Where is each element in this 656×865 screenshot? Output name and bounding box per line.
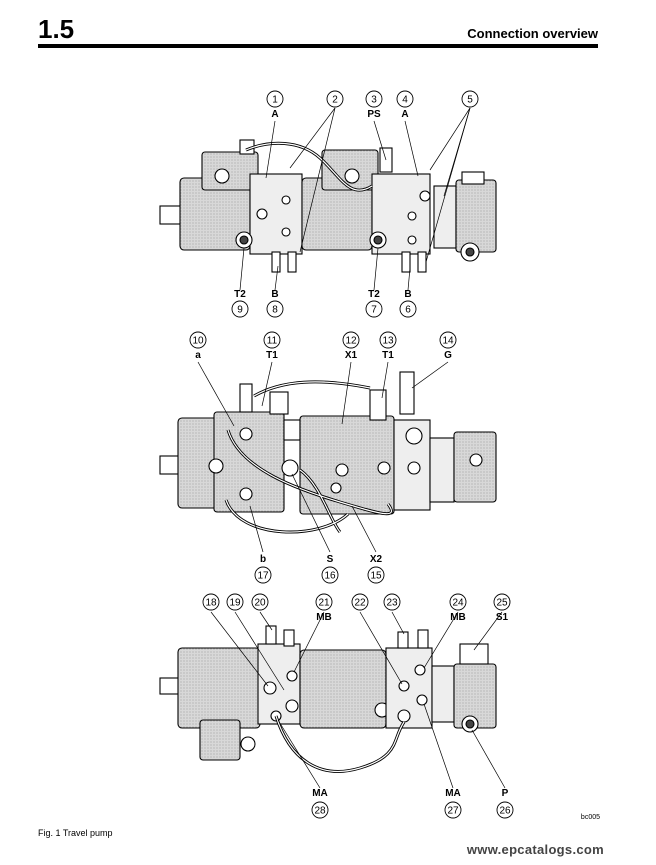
callout-number-25: 25 xyxy=(496,598,508,609)
callout-number-21: 21 xyxy=(318,598,330,609)
callout-circle-17 xyxy=(254,566,272,584)
callout-number-22: 22 xyxy=(354,598,366,609)
callout-label-9: T2 xyxy=(234,289,246,300)
callout-label-26: P xyxy=(502,788,509,799)
callout-label-24: MB xyxy=(450,612,466,623)
pump-view-bottom xyxy=(159,625,497,761)
callout-label-4: A xyxy=(401,109,408,120)
callout-number-2: 2 xyxy=(332,95,338,106)
callout-number-19: 19 xyxy=(229,598,241,609)
callout-label-3: PS xyxy=(367,109,381,120)
callout-label-7: T2 xyxy=(368,289,380,300)
callout-circle-7 xyxy=(365,300,383,318)
callout-number-6: 6 xyxy=(405,305,411,316)
callout-circle-8 xyxy=(266,300,284,318)
callout-number-7: 7 xyxy=(371,305,377,316)
callout-number-16: 16 xyxy=(324,571,336,582)
watermark: www.epcatalogs.com xyxy=(466,842,604,857)
callout-number-27: 27 xyxy=(447,806,459,817)
callout-number-18: 18 xyxy=(205,598,217,609)
callout-circle-2 xyxy=(326,90,344,108)
figure-caption: Fig. 1 Travel pump xyxy=(38,828,113,838)
callout-number-20: 20 xyxy=(254,598,266,609)
callout-number-24: 24 xyxy=(452,598,464,609)
figure-ref-code: bc005 xyxy=(580,814,600,821)
callout-circle-3 xyxy=(365,90,383,108)
callout-label-12: X1 xyxy=(345,350,358,361)
callout-number-11: 11 xyxy=(267,336,278,347)
callout-number-15: 15 xyxy=(370,571,382,582)
callout-label-16: S xyxy=(327,554,334,565)
callout-number-23: 23 xyxy=(386,598,398,609)
callout-label-8: B xyxy=(271,289,278,300)
callout-circle-21 xyxy=(315,593,333,611)
callout-circle-19 xyxy=(226,593,244,611)
callout-number-14: 14 xyxy=(442,336,454,347)
callout-circle-12 xyxy=(342,331,360,349)
header-rule xyxy=(38,44,598,48)
callout-number-13: 13 xyxy=(382,336,394,347)
callout-number-8: 8 xyxy=(272,305,278,316)
callout-label-15: X2 xyxy=(370,554,383,565)
callout-circle-11 xyxy=(263,331,281,349)
callout-number-12: 12 xyxy=(345,336,357,347)
callout-circle-18 xyxy=(202,593,220,611)
callout-number-1: 1 xyxy=(272,95,278,106)
callout-number-10: 10 xyxy=(192,336,204,347)
section-title: Connection overview xyxy=(467,26,598,41)
callout-circle-13 xyxy=(379,331,397,349)
callout-circle-22 xyxy=(351,593,369,611)
callout-number-28: 28 xyxy=(314,806,326,817)
callout-label-6: B xyxy=(404,289,411,300)
callout-label-1: A xyxy=(271,109,278,120)
callout-number-26: 26 xyxy=(499,806,511,817)
callout-label-14: G xyxy=(444,350,452,361)
callout-circle-25 xyxy=(493,593,511,611)
pump-view-top xyxy=(159,139,497,273)
callout-number-5: 5 xyxy=(467,95,473,106)
callout-label-13: T1 xyxy=(382,350,394,361)
callout-circle-26 xyxy=(496,801,514,819)
callout-label-27: MA xyxy=(445,788,461,799)
pump-view-middle xyxy=(159,371,497,515)
callout-label-28: MA xyxy=(312,788,328,799)
callout-label-17: b xyxy=(260,554,266,565)
section-number: 1.5 xyxy=(38,14,75,44)
callout-circle-14 xyxy=(439,331,457,349)
callout-number-9: 9 xyxy=(237,305,243,316)
callout-number-17: 17 xyxy=(257,571,269,582)
callout-circle-24 xyxy=(449,593,467,611)
callout-label-25: S1 xyxy=(496,612,509,623)
callout-circle-4 xyxy=(396,90,414,108)
callout-label-11: T1 xyxy=(266,350,278,361)
callout-circle-10 xyxy=(189,331,207,349)
callout-circle-9 xyxy=(231,300,249,318)
callout-circle-28 xyxy=(311,801,329,819)
callout-label-21: MB xyxy=(316,612,332,623)
callout-circle-15 xyxy=(367,566,385,584)
callout-circle-5 xyxy=(461,90,479,108)
callout-circle-16 xyxy=(321,566,339,584)
callout-circle-1 xyxy=(266,90,284,108)
callout-circle-23 xyxy=(383,593,401,611)
callout-number-4: 4 xyxy=(402,95,408,106)
callout-circle-6 xyxy=(399,300,417,318)
callout-circle-20 xyxy=(251,593,269,611)
callout-label-10: a xyxy=(195,350,201,361)
callout-circle-27 xyxy=(444,801,462,819)
callout-number-3: 3 xyxy=(371,95,377,106)
